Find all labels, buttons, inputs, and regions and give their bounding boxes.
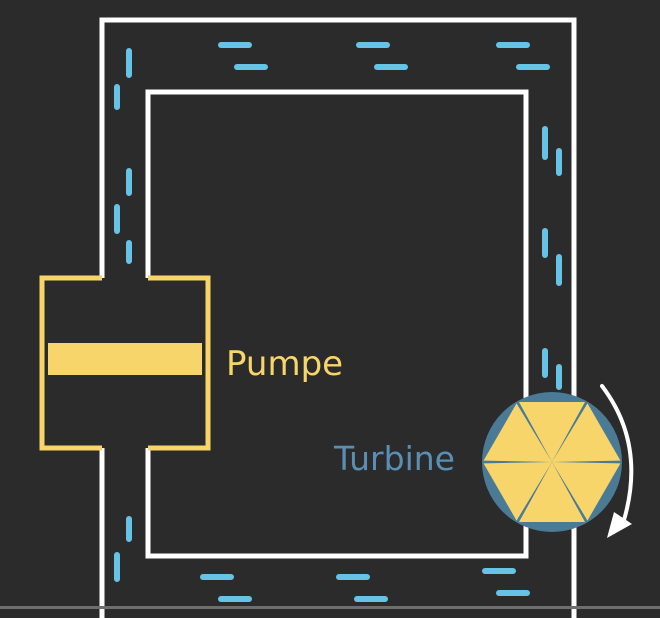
inner-pipe-wall [145,89,529,559]
turbine-label: Turbine [333,439,455,478]
water-bottom-channel [200,568,530,602]
water-top-channel [218,42,550,70]
pump [39,275,211,451]
turbine-blades [483,402,621,522]
outer-pipe-wall [99,17,577,618]
water-right-channel [542,126,562,390]
pump-label: Pumpe [226,344,343,384]
clockwise-arrow-icon [600,384,634,538]
turbine [482,392,622,532]
pump-piston [48,343,202,375]
pump-housing [39,275,211,451]
water-left-upper-channel [114,48,132,264]
water-left-lower-channel [114,516,132,582]
bottom-divider [0,606,660,609]
